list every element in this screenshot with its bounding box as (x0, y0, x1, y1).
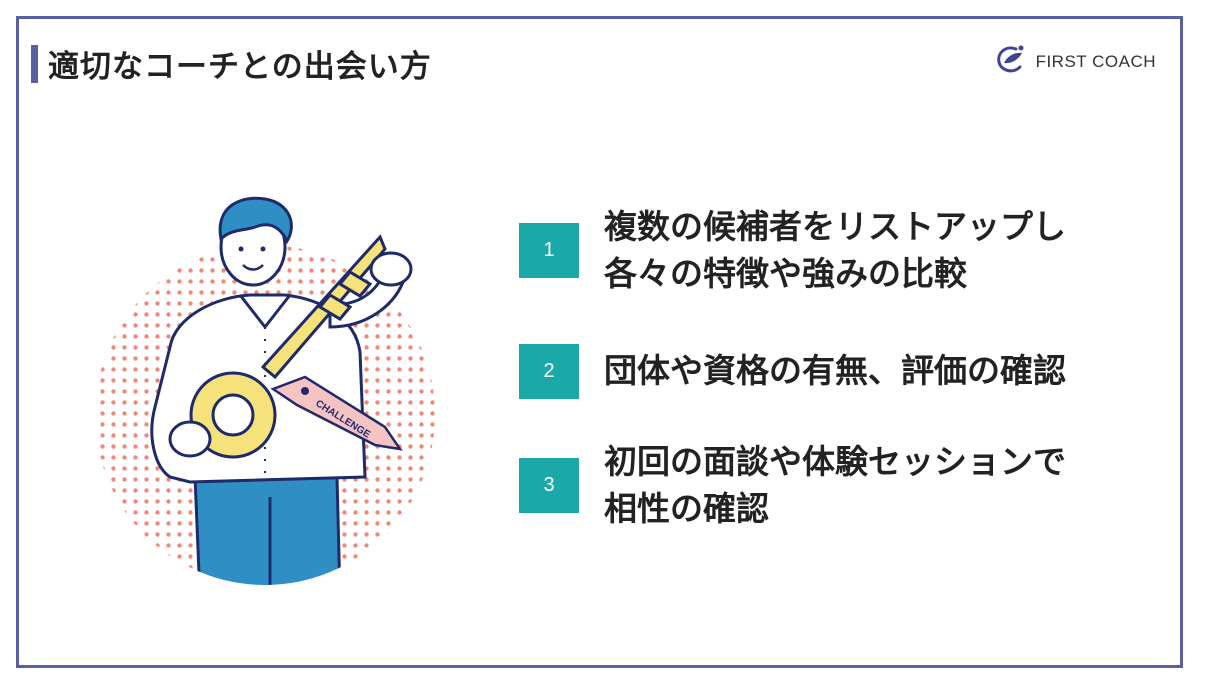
item-line: 複数の候補者をリストアップし (604, 207, 1066, 246)
number-badge: 1 (519, 223, 579, 279)
list-item: 2 団体や資格の有無、評価の確認 (519, 343, 1179, 399)
key (189, 234, 387, 459)
title-area: 適切なコーチとの出会い方 (31, 41, 432, 86)
leaf-c-logo-icon (994, 43, 1028, 81)
item-line: 各々の特徴や強みの比較 (604, 253, 967, 293)
item-line: 団体や資格の有無、評価の確認 (604, 350, 1066, 390)
man-with-key-illustration: CHALLENGE (75, 177, 455, 597)
logo-text: FIRST COACH (1035, 52, 1156, 71)
page-title: 適切なコーチとの出会い方 (48, 49, 432, 85)
hair (218, 196, 293, 245)
steps-list: 1 複数の候補者をリストアップし 各々の特徴や強みの比較 2 団体や資格の有無、… (519, 204, 1179, 578)
item-text: 複数の候補者をリストアップし 各々の特徴や強みの比較 (604, 204, 1066, 298)
number-badge: 3 (519, 458, 579, 514)
item-line: 相性の確認 (604, 488, 769, 528)
pants (193, 475, 342, 585)
slide-frame: 適切なコーチとの出会い方 FIRST COACH (16, 16, 1183, 668)
brand-logo: FIRST COACH (994, 43, 1156, 81)
list-item: 3 初回の面談や体験セッションで 相性の確認 (519, 439, 1179, 533)
title-accent-bar (31, 44, 38, 83)
item-text: 団体や資格の有無、評価の確認 (604, 348, 1066, 395)
number-badge: 2 (519, 343, 579, 399)
item-text: 初回の面談や体験セッションで 相性の確認 (604, 439, 1066, 533)
item-line: 初回の面談や体験セッションで (604, 441, 1066, 481)
list-item: 1 複数の候補者をリストアップし 各々の特徴や強みの比較 (519, 204, 1179, 298)
